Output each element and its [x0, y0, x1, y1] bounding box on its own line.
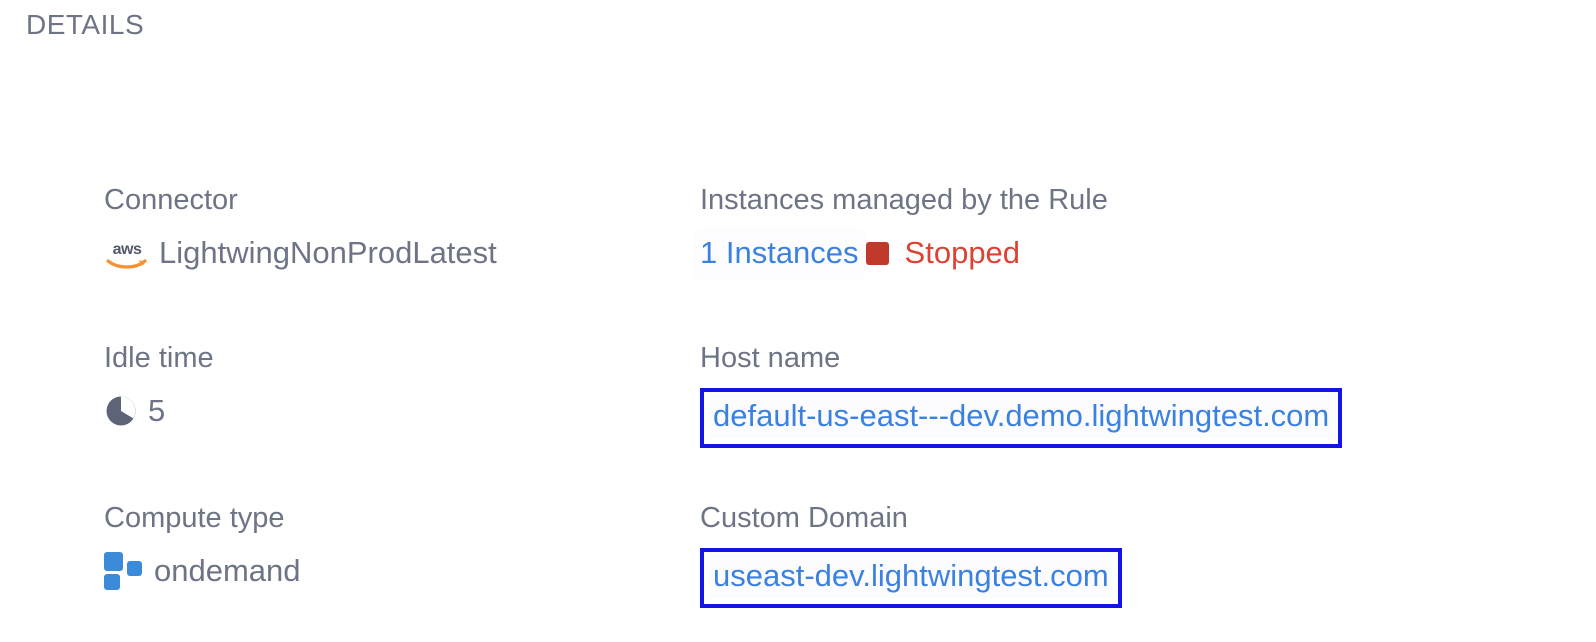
page-title: DETAILS [26, 9, 145, 40]
field-compute-type: Compute type ondemand [104, 500, 301, 592]
custom-domain-label: Custom Domain [700, 502, 908, 534]
svg-text:aws: aws [113, 241, 142, 258]
compute-type-value-row: ondemand [104, 550, 301, 592]
compute-type-label: Compute type [104, 502, 285, 534]
stop-square-icon [865, 241, 889, 265]
compute-type-icon [104, 552, 144, 590]
instances-managed-label: Instances managed by the Rule [700, 184, 1108, 216]
custom-domain-link[interactable]: useast-dev.lightwingtest.com [710, 554, 1112, 598]
field-custom-domain: Custom Domain useast-dev.lightwingtest.c… [700, 500, 1122, 608]
instances-count-link[interactable]: 1 Instances [695, 229, 864, 279]
aws-logo-icon: aws [104, 236, 150, 270]
field-host-name: Host name default-us-east---dev.demo.lig… [700, 340, 1343, 448]
custom-domain-highlight-box: useast-dev.lightwingtest.com [700, 548, 1122, 608]
connector-value-row: aws LightwingNonProdLatest [104, 232, 497, 274]
connector-label: Connector [104, 184, 238, 216]
host-name-highlight-box: default-us-east---dev.demo.lightwingtest… [700, 388, 1343, 448]
idle-time-value: 5 [148, 393, 166, 428]
instances-managed-value-row: 1 Instances Stopped [695, 229, 1108, 279]
field-connector: Connector aws LightwingNonProdLatest [104, 182, 497, 274]
clock-icon [104, 394, 138, 428]
host-name-label: Host name [700, 342, 841, 374]
host-name-link[interactable]: default-us-east---dev.demo.lightwingtest… [710, 394, 1333, 438]
status-badge: Stopped [904, 235, 1021, 270]
idle-time-label: Idle time [104, 342, 214, 374]
compute-type-value: ondemand [154, 553, 301, 588]
connector-name: LightwingNonProdLatest [159, 235, 497, 270]
idle-time-value-row: 5 [104, 390, 214, 432]
field-instances-managed: Instances managed by the Rule 1 Instance… [695, 182, 1108, 279]
field-idle-time: Idle time 5 [104, 340, 214, 432]
